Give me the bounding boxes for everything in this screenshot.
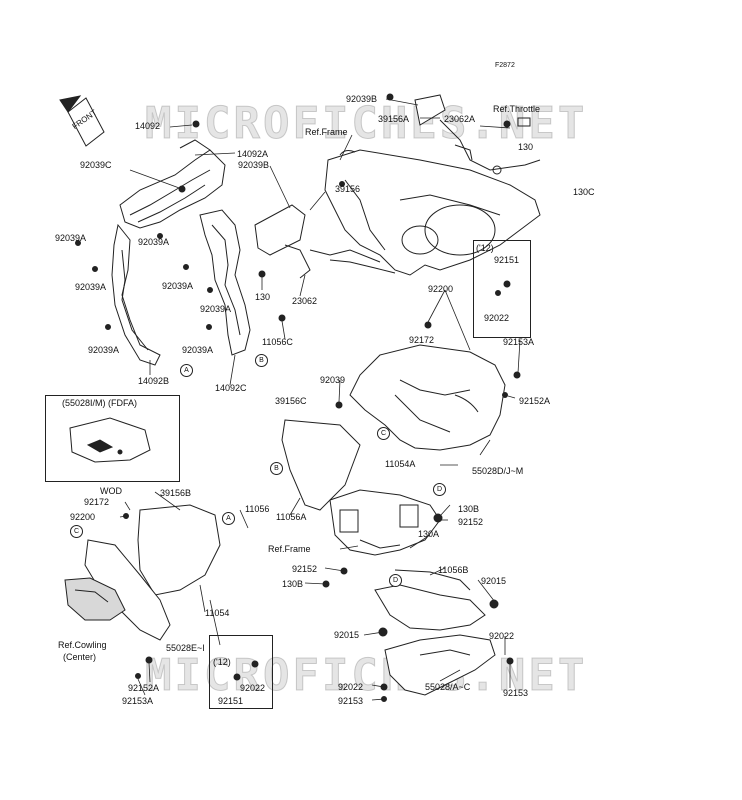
label-92039a-3: 92039A	[75, 282, 107, 292]
inner-panel-39156c-shape	[281, 419, 361, 511]
label-11056: 11056	[245, 504, 270, 514]
label-92015-right: 92015	[481, 576, 507, 586]
label-92022-top: 92022	[484, 313, 510, 323]
label-92200-bottom: 92200	[70, 512, 96, 522]
label-130b-center: 130B	[282, 579, 304, 589]
callout-d-2: D	[389, 574, 402, 587]
label-11056b: 11056B	[438, 565, 469, 575]
lower-left-cowling-shape	[64, 539, 171, 641]
bolts-group	[75, 93, 521, 702]
label-39156: 39156	[335, 184, 361, 194]
label-92015-center: 92015	[334, 630, 360, 640]
label-ref-cowling: Ref.Cowling	[58, 640, 107, 650]
label-92022-center: 92022	[338, 682, 364, 692]
label-130c: 130C	[573, 187, 595, 197]
fdfa-detail-shape	[69, 417, 151, 463]
label-39156a: 39156A	[378, 114, 410, 124]
label-92039a-4: 92039A	[162, 281, 194, 291]
label-92151-bottom: 92151	[218, 696, 244, 706]
upper-left-bracket-shape	[119, 139, 226, 229]
watermark-top: MICROFICHES.NET	[144, 98, 588, 150]
label-23062: 23062	[292, 296, 318, 306]
label-92153a-bottom: 92153A	[122, 696, 154, 706]
label-ref-frame-top: Ref.Frame	[305, 127, 348, 137]
label-11056a: 11056A	[276, 512, 307, 522]
box-2012-bottom	[209, 635, 273, 709]
label-center: (Center)	[63, 652, 97, 662]
label-39156b: 39156B	[160, 488, 192, 498]
callout-c-2: C	[70, 525, 83, 538]
label-14092b: 14092B	[138, 376, 170, 386]
label-11056c: 11056C	[262, 337, 293, 347]
label-92039b: 92039B	[238, 160, 270, 170]
callout-b-2: B	[270, 462, 283, 475]
label-11054: 11054	[205, 608, 230, 618]
box-fdfa	[45, 395, 180, 482]
label-92039b-top: 92039B	[346, 94, 378, 104]
right-cowling-shape	[349, 344, 506, 451]
label-92153a-top: 92153A	[503, 337, 535, 347]
label-130b-right: 130B	[458, 504, 480, 514]
label-ref-frame-bottom: Ref.Frame	[268, 544, 311, 554]
label-92153-center: 92153	[338, 696, 364, 706]
label-92039a-7: 92039A	[182, 345, 214, 355]
label-92022-bottom: 92022	[240, 683, 266, 693]
label-92022-right: 92022	[489, 631, 515, 641]
frame-shape	[309, 149, 541, 276]
label-130a: 130A	[418, 529, 440, 539]
bracket-39156-shape	[254, 204, 311, 279]
label-14092a: 14092A	[237, 149, 269, 159]
label-130-mid: 130	[255, 292, 271, 302]
label-55028-a-c: 55028/A~C	[425, 682, 471, 692]
throttle-bracket-shape	[414, 94, 541, 175]
label-39156c: 39156C	[275, 396, 307, 406]
label-92200-top: 92200	[428, 284, 454, 294]
label-92039c: 92039C	[80, 160, 112, 170]
right-stay-shape	[199, 209, 251, 356]
lower-right-panel-shape	[374, 569, 496, 696]
label-92152-center: 92152	[292, 564, 318, 574]
label-92039a-2: 92039A	[138, 237, 170, 247]
label-92152a-top: 92152A	[519, 396, 551, 406]
callout-b-1: B	[255, 354, 268, 367]
label-130-top: 130	[518, 142, 534, 152]
label-92039a-5: 92039A	[200, 304, 232, 314]
front-arrow-icon	[59, 95, 105, 147]
label-box-fdfa: (55028I/M) (FDFA)	[62, 398, 138, 408]
label-wod: WOD	[100, 486, 122, 496]
label-92039a-1: 92039A	[55, 233, 87, 243]
label-92039a-6: 92039A	[88, 345, 120, 355]
label-92039: 92039	[320, 375, 346, 385]
callout-d-1: D	[433, 483, 446, 496]
label-14092c: 14092C	[215, 383, 247, 393]
label-ref-throttle: Ref.Throttle	[493, 104, 541, 114]
label-55028e-i: 55028E~I	[166, 643, 205, 653]
callout-c-1: C	[377, 427, 390, 440]
label-55028d-j-m: 55028D/J~M	[472, 466, 524, 476]
label-box12-top: ('12)	[476, 243, 494, 253]
label-92152-right: 92152	[458, 517, 484, 527]
label-box12-bottom: ('12)	[213, 657, 231, 667]
label-92172-bottom: 92172	[84, 497, 110, 507]
leader-lines	[119, 98, 521, 701]
center-bracket-shape	[329, 489, 441, 556]
label-23062a: 23062A	[444, 114, 476, 124]
callout-a-1: A	[180, 364, 193, 377]
label-14092: 14092	[135, 121, 161, 131]
callout-a-2: A	[222, 512, 235, 525]
label-92152a-bottom: 92152A	[128, 683, 160, 693]
label-11054a: 11054A	[385, 459, 416, 469]
label-92172-top: 92172	[409, 335, 435, 345]
left-stay-shape	[111, 223, 161, 366]
figure-code: F2872	[495, 62, 515, 69]
side-panel-39156b-shape	[137, 504, 221, 596]
label-92153-right: 92153	[503, 688, 529, 698]
box-2012-top	[473, 240, 531, 338]
label-92151-top: 92151	[494, 255, 520, 265]
